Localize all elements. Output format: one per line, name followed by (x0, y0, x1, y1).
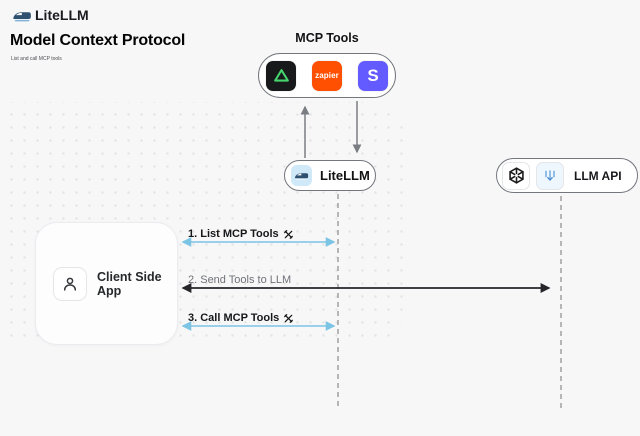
brand-name: LiteLLM (35, 7, 89, 23)
zapier-icon: zapier (312, 60, 342, 91)
mcp-tools-label: MCP Tools (295, 31, 359, 45)
stripe-letter: S (367, 65, 379, 85)
openai-icon (502, 161, 530, 190)
client-node-label: Client Side App (97, 269, 162, 298)
litellm-train-logo-icon (13, 12, 31, 22)
litellm-train-icon (291, 165, 312, 186)
llm-provider-icon (536, 161, 564, 190)
stripe-icon: S (358, 60, 388, 91)
message-3-label: 3. Call MCP Tools (188, 312, 294, 324)
page-subtitle: List and call MCP tools (11, 56, 62, 62)
message-1-text: 1. List MCP Tools (188, 228, 279, 240)
zapier-wordmark: zapier (315, 71, 339, 80)
client-side-app-node: Client Side App (35, 222, 178, 345)
llm-api-node-label: LLM API (574, 168, 622, 183)
message-1-label: 1. List MCP Tools (188, 228, 294, 240)
person-icon (53, 266, 87, 301)
message-2-label: 2. Send Tools to LLM (188, 274, 291, 286)
litellm-node-label: LiteLLM (320, 168, 370, 183)
litellm-node: LiteLLM (284, 160, 376, 191)
tools-icon (284, 313, 294, 323)
message-2-text: 2. Send Tools to LLM (188, 274, 292, 286)
llm-api-node: LLM API (496, 158, 638, 193)
page-title: Model Context Protocol (10, 32, 186, 49)
message-3-text: 3. Call MCP Tools (188, 312, 280, 324)
green-triangle-tool-icon (266, 60, 296, 91)
tools-icon (283, 229, 293, 239)
mcp-tools-box: zapier S (258, 53, 396, 98)
